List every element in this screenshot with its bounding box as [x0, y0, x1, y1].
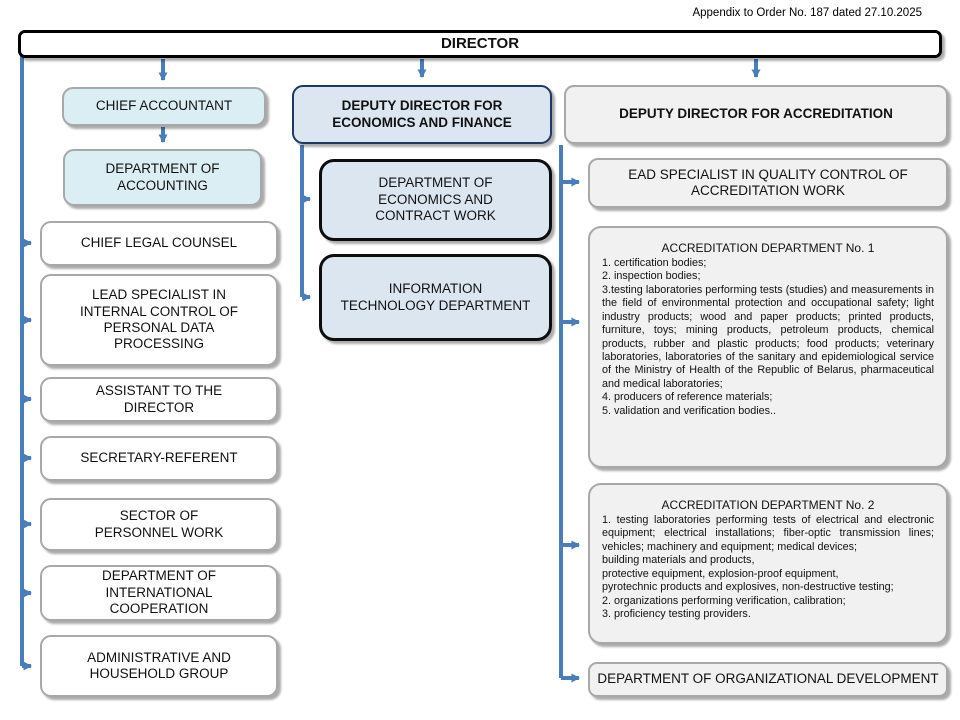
node-sector-personnel-work: SECTOR OF PERSONNEL WORK — [40, 498, 278, 551]
department-2-item: pyrotechnic products and explosives, non… — [602, 581, 894, 594]
node-lead-specialist-personal-data: LEAD SPECIALIST IN INTERNAL CONTROL OF P… — [40, 274, 278, 366]
accreditation-department-2-title: ACCREDITATION DEPARTMENT No. 2 — [661, 498, 875, 512]
department-1-item: 2. inspection bodies; — [602, 270, 701, 283]
node-department-economics-contract-work: DEPARTMENT OF ECONOMICS AND CONTRACT WOR… — [319, 159, 552, 241]
node-ead-specialist-quality-control: EAD SPECIALIST IN QUALITY CONTROL OF ACC… — [588, 158, 948, 208]
node-accreditation-department-1: ACCREDITATION DEPARTMENT No. 1 1. certif… — [588, 226, 948, 468]
department-1-item: 1. certification bodies; — [602, 256, 707, 269]
node-chief-accountant: CHIEF ACCOUNTANT — [62, 87, 266, 126]
department-2-item: protective equipment, explosion-proof eq… — [602, 567, 839, 580]
node-department-organizational-development: DEPARTMENT OF ORGANIZATIONAL DEVELOPMENT — [588, 662, 948, 697]
department-2-item: 1. testing laboratories performing tests… — [602, 513, 934, 553]
department-2-item: building materials and products, — [602, 554, 755, 567]
node-department-of-accounting: DEPARTMENT OF ACCOUNTING — [63, 149, 262, 206]
node-chief-legal-counsel: CHIEF LEGAL COUNSEL — [40, 221, 278, 266]
node-information-technology-department: INFORMATION TECHNOLOGY DEPARTMENT — [319, 254, 552, 341]
order-appendix-caption: Appendix to Order No. 187 dated 27.10.20… — [692, 7, 922, 19]
node-accreditation-department-2: ACCREDITATION DEPARTMENT No. 2 1. testin… — [588, 483, 948, 644]
node-deputy-director-economics-finance: DEPUTY DIRECTOR FOR ECONOMICS AND FINANC… — [292, 85, 552, 144]
director-box: DIRECTOR — [18, 30, 942, 58]
department-1-item: 4. producers of reference materials; — [602, 391, 773, 404]
department-1-item: 5. validation and verification bodies.. — [602, 404, 777, 417]
department-1-item: 3.testing laboratories performing tests … — [602, 283, 934, 390]
department-2-item: 2. organizations performing verification… — [602, 594, 846, 607]
node-administrative-household-group: ADMINISTRATIVE AND HOUSEHOLD GROUP — [40, 635, 278, 697]
accreditation-department-1-title: ACCREDITATION DEPARTMENT No. 1 — [661, 241, 875, 255]
node-deputy-director-accreditation: DEPUTY DIRECTOR FOR ACCREDITATION — [564, 85, 948, 144]
node-secretary-referent: SECRETARY-REFERENT — [40, 436, 278, 481]
department-2-item: 3. proficiency testing providers. — [602, 608, 751, 620]
node-department-international-cooperation: DEPARTMENT OF INTERNATIONAL COOPERATION — [40, 565, 278, 621]
node-assistant-to-director: ASSISTANT TO THE DIRECTOR — [40, 377, 278, 422]
